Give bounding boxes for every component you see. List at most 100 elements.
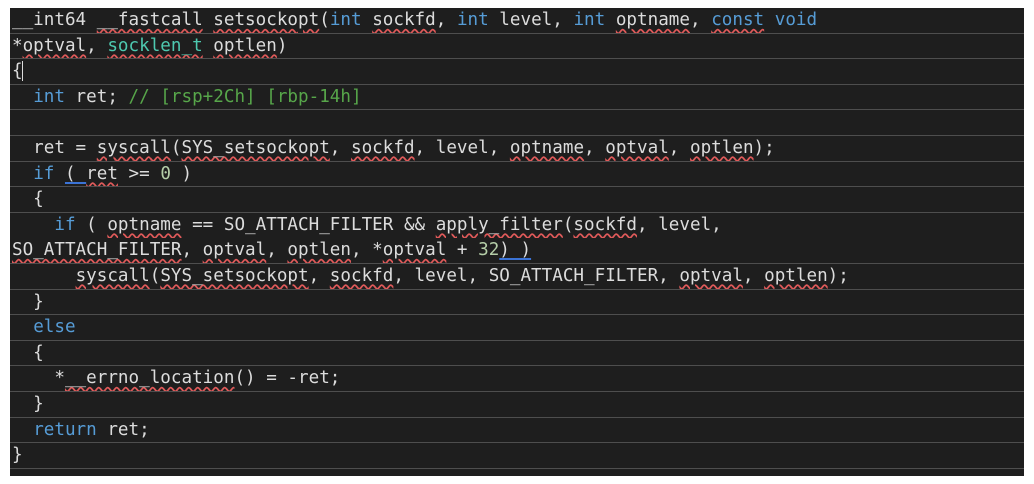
code-token: ( [75,214,108,235]
code-token: optlen [689,137,754,158]
code-token: __int64 [12,10,97,30]
code-token: } [12,291,44,312]
code-token: ret = [12,137,97,158]
code-line[interactable]: *__errno_location() = -ret; [10,366,1024,392]
code-token: 32 [478,240,500,261]
code-line[interactable]: __int64 __fastcall setsockopt(int sockfd… [10,8,1024,34]
code-token: syscall [96,137,171,158]
text-caret [21,61,23,82]
code-token: , [329,137,351,158]
code-line[interactable]: ret = syscall(SYS_setsockopt, sockfd, le… [10,136,1024,162]
code-token: else [33,317,76,338]
code-token: return [33,419,97,440]
code-token: optval [202,240,267,261]
code-token: { [12,189,44,210]
code-lines: __int64 __fastcall setsockopt(int sockfd… [10,8,1024,469]
code-token [12,87,33,107]
code-line[interactable]: } [10,290,1024,316]
code-token: sockfd [329,265,394,286]
code-token [12,266,76,286]
code-token: optval [679,265,743,286]
code-token: int [573,10,606,30]
code-line[interactable]: } [10,392,1024,418]
code-token: optval [382,240,447,261]
code-token: { [12,342,44,363]
code-token: __errno_location [64,368,235,389]
code-token: optlen [764,265,828,286]
code-token: socklen_t [107,35,203,56]
code-token [362,10,373,30]
code-token: * [12,35,23,56]
code-token: ( [170,137,182,158]
code-token: () = -ret; [234,368,341,389]
code-token: optlen [213,35,277,56]
code-token: if [33,163,55,184]
code-token: , * [350,240,383,261]
code-token: ); [827,265,849,286]
code-token: const [711,10,765,30]
code-token: , [266,240,288,261]
code-line[interactable]: *optval, socklen_t optlen) [10,34,1024,60]
code-token: ret; [96,419,150,440]
code-line[interactable]: SO_ATTACH_FILTER, optval, optlen, *optva… [10,238,1024,264]
code-token: , [668,137,690,158]
code-token [203,10,214,30]
code-line[interactable] [10,110,1024,136]
code-token: , [584,137,606,158]
code-token: ) ) [499,240,532,261]
code-token: __fastcall [96,10,203,30]
code-token: apply_filter [435,214,563,235]
code-line[interactable]: { [10,59,1024,85]
code-token: ( [562,214,574,235]
code-token: ( [319,10,330,30]
code-token: optname [107,214,182,235]
code-line[interactable]: else [10,315,1024,341]
code-line[interactable]: } [10,443,1024,469]
code-token [54,164,65,184]
code-line[interactable]: syscall(SYS_setsockopt, sockfd, level, S… [10,264,1024,290]
code-line[interactable]: return ret; [10,418,1024,444]
code-token: SYS_setsockopt [160,265,309,286]
code-token: + [446,240,479,261]
code-token: , level, SO_ATTACH_FILTER, [393,265,680,286]
code-line[interactable]: { [10,341,1024,367]
code-token: sockfd [372,10,436,30]
code-token: sockfd [573,214,637,235]
code-line[interactable]: if ( ret >= 0 ) [10,162,1024,188]
code-token: // [rsp+2Ch] [rbp-14h] [128,86,362,107]
code-token [605,10,616,30]
code-token: optval [605,137,669,158]
code-line[interactable]: if ( optname == SO_ATTACH_FILTER && appl… [10,213,1024,239]
code-token: >= [117,163,161,184]
code-token [12,164,33,184]
code-token: , [742,265,765,286]
code-token [12,317,33,337]
code-token [12,215,54,235]
code-token: int [33,86,65,107]
code-token: ) [276,35,288,56]
code-token: , [435,10,457,30]
code-token: ( [149,265,161,286]
code-editor[interactable]: __int64 __fastcall setsockopt(int sockfd… [10,8,1024,476]
code-line[interactable]: int ret; // [rsp+2Ch] [rbp-14h] [10,85,1024,111]
code-token: level, [488,10,574,30]
code-token: ) [170,163,193,184]
code-token: * [12,368,65,389]
code-token: syscall [75,265,150,286]
code-token: optlen [287,240,351,261]
code-token: optval [22,35,87,56]
code-token: 0 [160,163,171,184]
code-token: == SO_ATTACH_FILTER && [181,214,436,235]
code-token: if [54,214,76,235]
code-token: } [12,445,23,466]
code-token: int [329,10,362,30]
code-token: ); [753,137,775,158]
code-token: , [308,265,330,286]
code-token: optname [615,10,690,30]
code-line[interactable]: { [10,187,1024,213]
code-token: ( [64,163,87,184]
code-token: } [12,393,44,414]
code-token: SYS_setsockopt [181,137,330,158]
code-token: , level, [414,137,510,158]
